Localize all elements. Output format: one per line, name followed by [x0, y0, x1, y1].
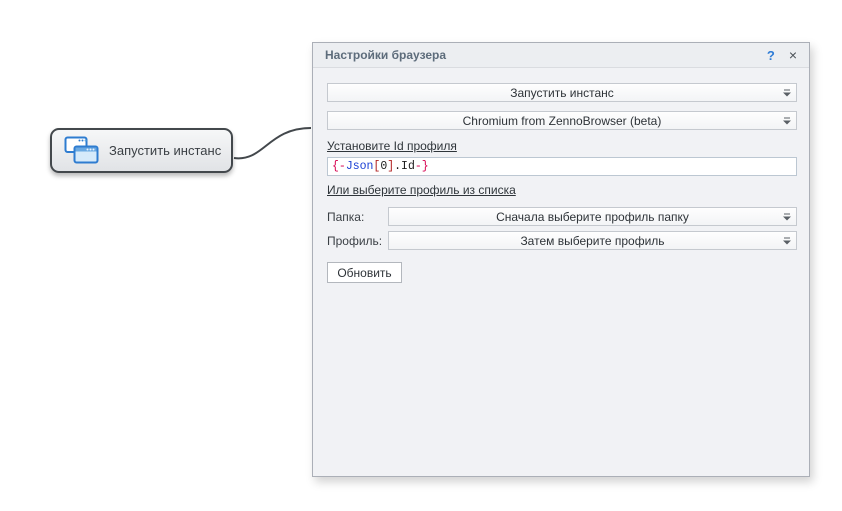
- panel-title: Настройки браузера: [325, 48, 447, 62]
- refresh-button[interactable]: Обновить: [327, 262, 402, 283]
- select-from-list-link[interactable]: Или выберите профиль из списка: [327, 183, 516, 197]
- profile-id-input[interactable]: {-Json[0].Id-}: [327, 157, 797, 176]
- node-label: Запустить инстанс: [109, 143, 222, 158]
- action-node-launch-instance[interactable]: Запустить инстанс: [50, 128, 233, 173]
- folder-row: Папка: Сначала выберите профиль папку: [327, 207, 797, 226]
- macro-segment: {-: [332, 160, 346, 173]
- chevron-down-icon: [783, 117, 791, 124]
- macro-segment: -}: [414, 160, 429, 173]
- folder-label: Папка:: [327, 209, 365, 224]
- chevron-down-icon: [783, 89, 791, 96]
- profile-select-value: Затем выберите профиль: [520, 233, 665, 248]
- macro-segment: Json: [345, 160, 374, 173]
- profile-select[interactable]: Затем выберите профиль: [388, 231, 797, 250]
- macro-segment: ]: [387, 160, 395, 173]
- help-icon[interactable]: ?: [766, 47, 775, 63]
- macro-segment: [: [373, 160, 381, 173]
- panel-header: Настройки браузера ? ×: [313, 43, 809, 68]
- browser-select[interactable]: Chromium from ZennoBrowser (beta): [327, 111, 797, 130]
- folder-select[interactable]: Сначала выберите профиль папку: [388, 207, 797, 226]
- macro-segment: .Id: [394, 160, 415, 173]
- folder-select-value: Сначала выберите профиль папку: [496, 209, 689, 224]
- browser-select-value: Chromium from ZennoBrowser (beta): [462, 113, 662, 128]
- close-icon[interactable]: ×: [788, 46, 797, 63]
- chevron-down-icon: [783, 237, 791, 244]
- instance-windows-icon: [64, 136, 99, 165]
- chevron-down-icon: [783, 213, 791, 220]
- action-select[interactable]: Запустить инстанс: [327, 83, 797, 102]
- profile-id-link[interactable]: Установите Id профиля: [327, 139, 457, 153]
- profile-row: Профиль: Затем выберите профиль: [327, 231, 797, 250]
- browser-settings-panel: Настройки браузера ? × Запустить инстанс…: [312, 42, 810, 477]
- panel-body: Запустить инстанс Chromium from ZennoBro…: [313, 68, 809, 283]
- action-select-value: Запустить инстанс: [510, 85, 614, 100]
- macro-segment: 0: [380, 160, 388, 173]
- profile-label: Профиль:: [327, 233, 383, 248]
